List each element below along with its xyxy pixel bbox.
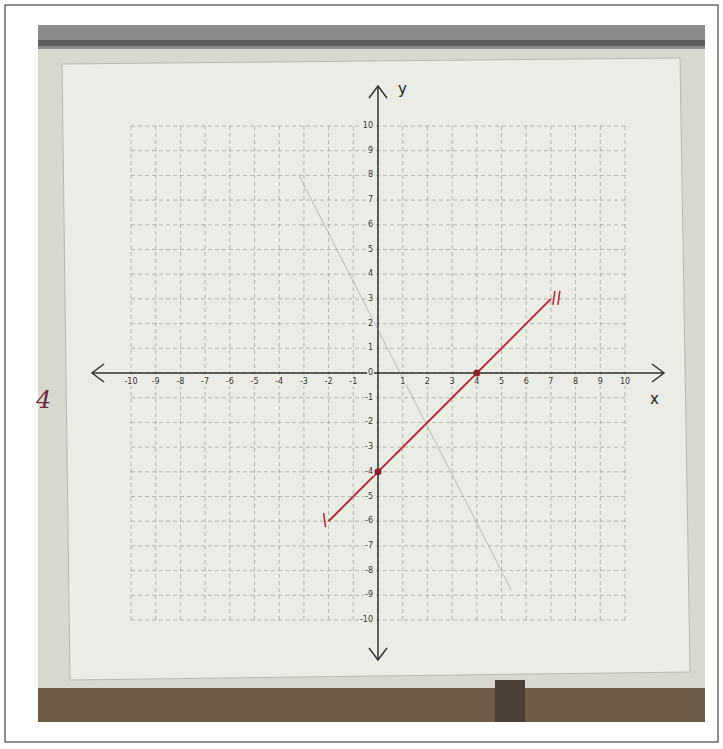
tick-number: -2 bbox=[324, 378, 334, 386]
handwritten-number: 4 bbox=[36, 388, 51, 412]
tick-number: 7 bbox=[547, 378, 554, 386]
tick-number: -8 bbox=[364, 567, 374, 575]
tick-number: 8 bbox=[572, 378, 579, 386]
tick-number: 1 bbox=[399, 378, 406, 386]
tick-number: 7 bbox=[367, 196, 374, 204]
axis-arrowhead bbox=[92, 364, 104, 382]
tick-number: -6 bbox=[364, 517, 374, 525]
tick-number: -4 bbox=[274, 378, 284, 386]
end-mark bbox=[553, 291, 555, 305]
tick-number: -3 bbox=[364, 443, 374, 451]
poster-sheet bbox=[62, 58, 690, 680]
axes bbox=[92, 86, 664, 660]
tick-number: 9 bbox=[597, 378, 604, 386]
tick-number: -5 bbox=[364, 493, 374, 501]
wall bbox=[38, 49, 705, 689]
axis-name: x bbox=[650, 392, 659, 407]
tick-number: -10 bbox=[123, 378, 138, 386]
tick-number: 10 bbox=[362, 122, 374, 130]
tick-number: -8 bbox=[175, 378, 185, 386]
axis-name: y bbox=[398, 82, 407, 97]
tick-number: -4 bbox=[364, 468, 374, 476]
tick-number: 6 bbox=[523, 378, 530, 386]
tick-number: 6 bbox=[367, 221, 374, 229]
tick-number: 3 bbox=[367, 295, 374, 303]
tick-number: -2 bbox=[364, 418, 374, 426]
tick-number: 4 bbox=[367, 270, 374, 278]
tick-number: -9 bbox=[151, 378, 161, 386]
tick-number: 3 bbox=[449, 378, 456, 386]
floor bbox=[38, 688, 705, 722]
tick-number: -6 bbox=[225, 378, 235, 386]
tick-number: 4 bbox=[473, 378, 480, 386]
intercept-dot bbox=[375, 468, 382, 475]
tick-number: 10 bbox=[619, 378, 631, 386]
top-rail bbox=[38, 25, 705, 49]
rail-shadow bbox=[38, 40, 705, 46]
tick-number: -10 bbox=[359, 616, 374, 624]
tick-number: 8 bbox=[367, 171, 374, 179]
tick-number: -7 bbox=[200, 378, 210, 386]
axis-arrowhead bbox=[652, 364, 664, 382]
tick-number: -3 bbox=[299, 378, 309, 386]
tick-number: 2 bbox=[424, 378, 431, 386]
tick-number: -1 bbox=[364, 394, 374, 402]
axis-arrowhead bbox=[369, 648, 387, 660]
red-line bbox=[329, 299, 551, 521]
tick-number: 9 bbox=[367, 147, 374, 155]
y-axis bbox=[377, 86, 379, 660]
image-frame bbox=[5, 5, 718, 742]
axis-arrowhead bbox=[369, 86, 387, 98]
tick-number: 5 bbox=[498, 378, 505, 386]
faint-line bbox=[299, 175, 511, 590]
tick-number: -5 bbox=[250, 378, 260, 386]
intercept-dot bbox=[473, 370, 480, 377]
tick-number: -1 bbox=[348, 378, 358, 386]
tick-number: 2 bbox=[367, 320, 374, 328]
tick-number: 0 bbox=[367, 369, 374, 377]
post bbox=[495, 680, 525, 722]
tick-number: -9 bbox=[364, 591, 374, 599]
tick-number: -7 bbox=[364, 542, 374, 550]
tick-number: 5 bbox=[367, 246, 374, 254]
plotted-lines bbox=[299, 175, 560, 590]
end-mark bbox=[558, 291, 560, 305]
end-mark bbox=[324, 513, 326, 527]
tick-number: 1 bbox=[367, 344, 374, 352]
